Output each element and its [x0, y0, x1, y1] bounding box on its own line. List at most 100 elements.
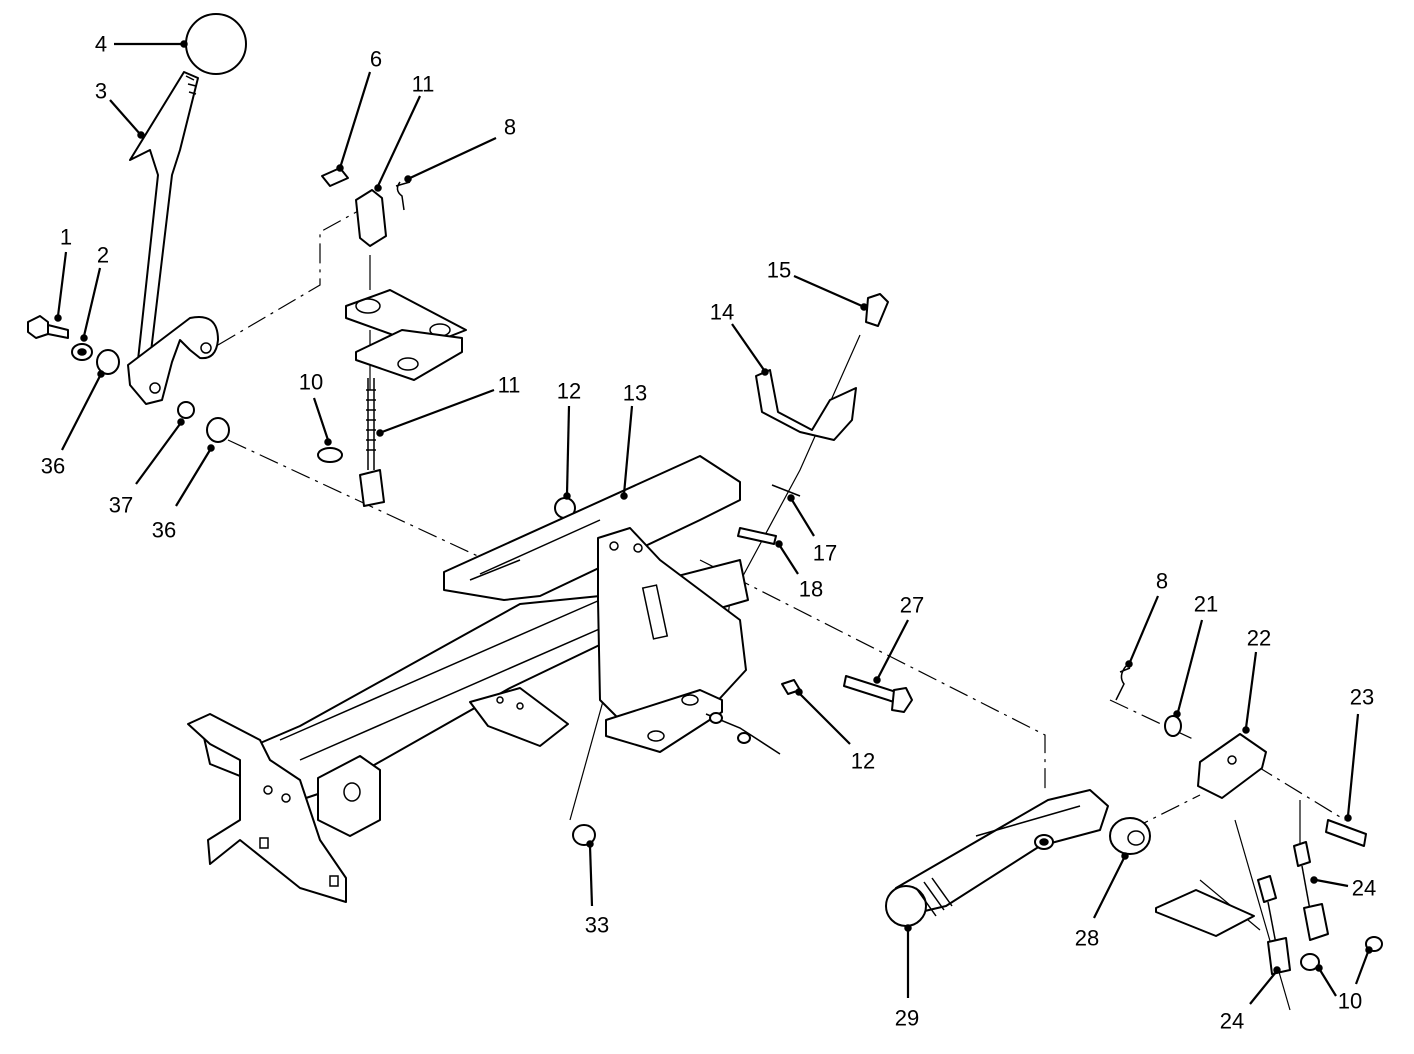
adjusting-rod-part	[1257, 841, 1329, 975]
leader-dot-14	[761, 368, 769, 376]
leader-dot-6	[336, 164, 344, 172]
leader-3	[109, 99, 141, 135]
leader-dot-11a	[374, 184, 382, 192]
callout-28: 28	[1075, 926, 1099, 951]
threaded-rod-part	[359, 378, 385, 507]
detent-plate-part-lower	[1155, 889, 1255, 937]
leader-dot-23	[1344, 814, 1352, 822]
leader-21	[1176, 619, 1204, 713]
callout-36b: 36	[152, 518, 176, 543]
leader-18	[779, 545, 799, 575]
leader-dot-1	[54, 314, 62, 322]
frame-weldment	[187, 455, 781, 903]
leader-36b	[175, 449, 211, 507]
leader-15	[793, 274, 863, 308]
bolt-part	[27, 315, 69, 339]
link-hole	[1227, 755, 1237, 765]
leader-10b-arrow	[1319, 969, 1337, 997]
washer-part-21	[1164, 715, 1182, 737]
long-bolt-part	[843, 675, 913, 713]
leader-dot-15	[860, 303, 868, 311]
leader-8b	[1128, 595, 1160, 663]
leader-dot-36a	[97, 370, 105, 378]
leader-23	[1346, 713, 1360, 817]
callout-8a: 8	[504, 115, 516, 140]
leader-dot-11b	[376, 429, 384, 437]
spacer-part-left	[96, 349, 120, 375]
leader-10b	[1354, 951, 1370, 985]
leader-dot-18	[775, 540, 783, 548]
leader-12b	[799, 693, 851, 745]
leader-24a	[1315, 878, 1349, 888]
callout-21: 21	[1194, 592, 1218, 617]
leader-22	[1244, 651, 1258, 729]
shift-lever-part	[127, 71, 219, 405]
leader-dot-36b	[207, 444, 215, 452]
callout-11a: 11	[412, 72, 435, 97]
callout-3: 3	[95, 79, 107, 104]
leader-24b	[1249, 971, 1277, 1005]
leader-2	[82, 267, 102, 337]
link-part	[1197, 733, 1267, 799]
leader-dot-21	[1173, 710, 1181, 718]
callout-4: 4	[95, 32, 107, 57]
pivot-washer-part	[1109, 817, 1151, 855]
leader-11a	[377, 95, 421, 187]
leader-dot-12b	[795, 688, 803, 696]
leader-dot-17	[787, 494, 795, 502]
callout-17: 17	[813, 541, 837, 566]
callout-24a: 24	[1352, 876, 1376, 901]
leader-36a	[61, 375, 101, 451]
callout-group: 4 3 6 11 8 1 2 36 37 36 10 11	[41, 32, 1376, 1034]
callout-8b: 8	[1156, 569, 1168, 594]
brake-handle-part	[885, 789, 1109, 927]
spacer-part-right	[206, 417, 230, 443]
leader-13	[622, 405, 634, 495]
callout-6: 6	[370, 47, 382, 72]
callout-11b: 11	[498, 373, 521, 398]
cotter-pin-part-upper	[395, 181, 411, 211]
leader-dot-37	[177, 418, 185, 426]
leader-12a	[565, 405, 571, 495]
callout-10b: 10	[1338, 989, 1362, 1014]
leader-dot-27	[873, 676, 881, 684]
callout-27: 27	[900, 593, 924, 618]
nut-part-bottom	[572, 824, 596, 846]
callout-24b: 24	[1220, 1009, 1244, 1034]
leader-dot-12a	[563, 492, 571, 500]
callout-37: 37	[109, 493, 133, 518]
callout-2: 2	[97, 243, 109, 268]
leader-28	[1093, 857, 1125, 919]
leader-dot-8a	[404, 175, 412, 183]
leader-dot-24b	[1273, 966, 1281, 974]
callout-23: 23	[1350, 685, 1374, 710]
bracket-bolt-part	[865, 293, 889, 327]
retaining-ring-part-lower-b	[1300, 953, 1320, 971]
leader-37	[135, 423, 181, 485]
washer-hole	[77, 348, 87, 356]
leader-27	[877, 619, 909, 679]
leader-dot-8b	[1125, 660, 1133, 668]
callout-12a: 12	[557, 379, 581, 404]
callout-13: 13	[623, 381, 647, 406]
callout-33: 33	[585, 913, 609, 938]
cotter-pin-part-lower	[1115, 665, 1131, 701]
callout-15: 15	[767, 258, 791, 283]
leader-dot-10b-arrow	[1315, 964, 1323, 972]
leader-dot-10a	[324, 438, 332, 446]
leader-8a	[409, 137, 497, 179]
spring-pin-part	[771, 484, 801, 497]
retaining-ring-part-upper	[317, 447, 343, 463]
clevis-pin-part-23	[1325, 819, 1367, 847]
leader-dot-10b	[1365, 946, 1373, 954]
callout-10a: 10	[299, 370, 323, 395]
callout-18: 18	[799, 577, 823, 602]
clevis-pin-part	[321, 167, 349, 187]
leader-dot-28	[1121, 852, 1129, 860]
leader-14	[731, 323, 765, 371]
leader-dot-4	[180, 40, 188, 48]
callout-12b: 12	[851, 749, 875, 774]
leader-dot-33	[586, 840, 594, 848]
detent-plate-part	[345, 289, 467, 381]
